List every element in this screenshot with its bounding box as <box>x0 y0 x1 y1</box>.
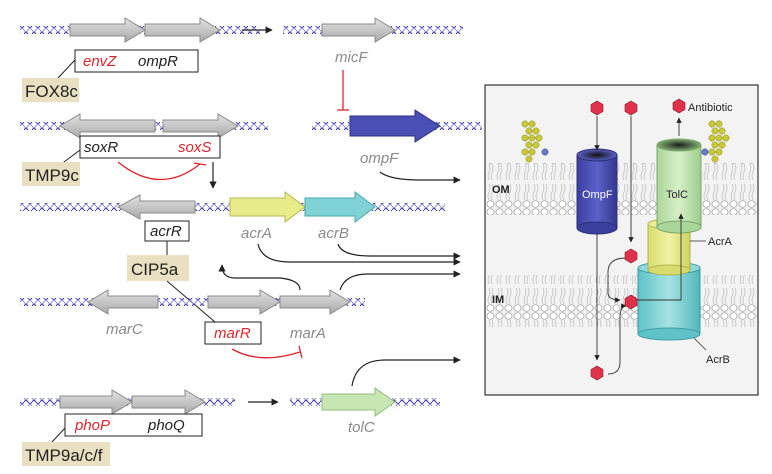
antibiotic-label: Antibiotic <box>688 102 733 114</box>
gene-label-acrb: acrB <box>318 225 349 242</box>
mutant-tag-fox8c <box>22 78 79 102</box>
marA-feedback-arrow <box>218 264 301 291</box>
gene-label-acra: acrA <box>241 225 272 242</box>
gene-box-marr <box>204 321 262 345</box>
connector-tmp9acf <box>51 427 66 443</box>
gene-arrow-soxs <box>162 113 239 139</box>
gene-label-phop: phoP <box>74 417 110 434</box>
output-arrow-acrb <box>337 243 461 260</box>
gene-label-phoq: phoQ <box>147 417 185 434</box>
outer-membrane <box>486 163 757 215</box>
acra-label: AcrA <box>708 236 733 248</box>
acrb-label: AcrB <box>706 354 730 366</box>
antibiotic-molecule-5 <box>624 294 638 310</box>
antibiotic-molecule-4 <box>624 248 638 264</box>
gene-label-tolc: tolC <box>348 419 375 436</box>
gene-arrow-acrr <box>116 194 196 220</box>
output-arrow-mara <box>339 270 461 291</box>
gene-label-ompf: ompF <box>360 150 399 167</box>
gene-arrow-acra <box>229 191 306 223</box>
gene-box-envz-ompr <box>74 49 199 73</box>
antibiotic-molecule-6 <box>590 365 604 381</box>
mutant-tag-cip5a <box>127 255 189 281</box>
gene-arrow-mara <box>279 289 351 315</box>
dna-strand-mar <box>20 298 365 306</box>
gene-arrow-soxr <box>59 113 156 139</box>
gene-arrow-ompf <box>349 109 441 143</box>
inner-membrane <box>486 275 757 327</box>
connector-fox8c <box>57 59 76 79</box>
gene-label-envz: envZ <box>83 53 117 70</box>
lps-left <box>521 120 549 163</box>
gene-box-phop-phoq <box>64 413 203 437</box>
mutant-label-tmp9c: TMP9c <box>25 166 79 185</box>
om-label: OM <box>492 184 510 196</box>
gene-arrow-phoq <box>131 389 206 415</box>
gene-label-ompr: ompR <box>138 53 178 70</box>
gene-label-micf: micF <box>335 49 368 66</box>
output-arrow-tolc <box>351 356 461 387</box>
gene-arrow-marc <box>87 289 159 315</box>
repression-soxr-soxs <box>117 161 201 181</box>
acrb-to-tolc <box>637 213 684 301</box>
mutant-label-fox8c: FOX8c <box>25 82 78 101</box>
gene-label-marc: marC <box>106 321 143 338</box>
gene-arrow-ompr <box>144 17 221 43</box>
output-arrow-ompf <box>379 171 461 184</box>
mutant-tag-tmp9c <box>22 162 80 186</box>
antibiotic-molecule-3 <box>672 98 686 114</box>
output-arrow-acra <box>257 243 461 266</box>
ompf-label: OmpF <box>582 189 613 201</box>
gene-label-mara: marA <box>290 325 326 342</box>
gene-label-soxr: soxR <box>84 139 118 156</box>
mutant-label-cip5a: CIP5a <box>131 260 179 279</box>
repression-bar-mara <box>298 345 303 359</box>
tolc-label: TolC <box>666 189 688 201</box>
mutant-tag-tmp9acf <box>22 442 110 466</box>
gene-arrow-micf <box>321 17 396 43</box>
im-label: IM <box>492 294 504 306</box>
ompf-porin <box>576 148 618 235</box>
acrb-leader <box>693 337 707 351</box>
gene-arrow-tolc <box>321 387 396 417</box>
gene-label-acrr: acrR <box>150 223 182 240</box>
antibiotic-molecule-1 <box>590 100 604 116</box>
gene-box-soxr-soxs <box>79 135 221 159</box>
gene-arrow-acrb <box>304 191 376 223</box>
tolc-channel <box>656 138 702 234</box>
gene-arrow-envz <box>69 17 146 43</box>
mutant-label-tmp9acf: TMP9a/c/f <box>25 446 103 465</box>
gene-arrow-marr <box>207 289 281 315</box>
cytoplasm-to-acrb <box>607 303 627 375</box>
periplasm-to-acrb <box>607 257 627 303</box>
lps-right <box>701 120 730 163</box>
antibiotic-molecule-2 <box>624 100 638 116</box>
gene-label-marr: marR <box>214 325 251 342</box>
gene-label-soxs: soxS <box>178 139 211 156</box>
repression-bar-soxs <box>193 162 207 166</box>
cell-envelope-panel: OM IM <box>484 84 759 396</box>
gene-arrow-phop <box>59 389 133 415</box>
repression-marr-mara <box>231 348 301 359</box>
